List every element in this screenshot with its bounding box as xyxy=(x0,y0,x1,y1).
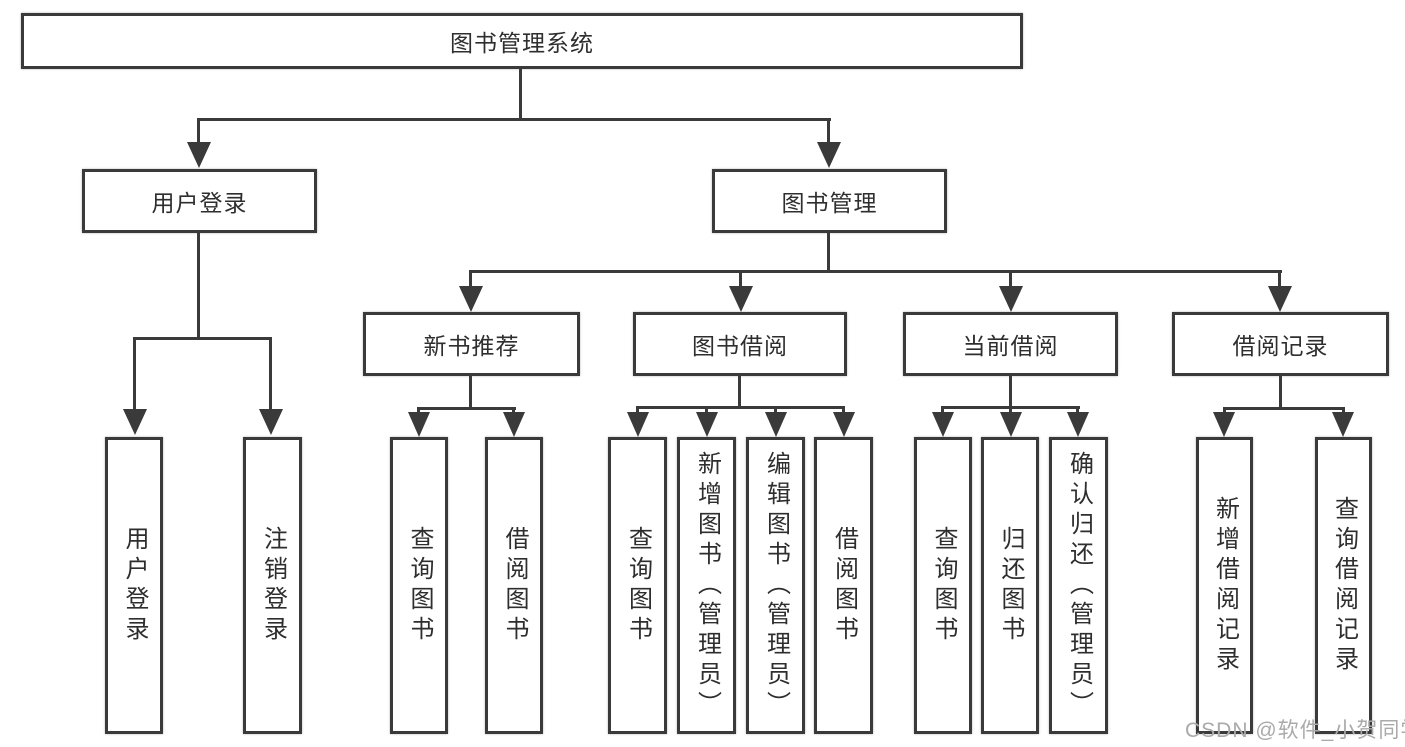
node-return-books-leaf: 归还图书 xyxy=(981,437,1039,734)
node-current-borrowing: 当前借阅 xyxy=(903,312,1118,376)
arrow-down-icon xyxy=(408,412,430,437)
node-label: 借阅记录 xyxy=(1232,333,1329,359)
arrow-down-icon xyxy=(817,142,841,168)
connector-g2-leaf3-stem xyxy=(774,406,777,412)
node-search-borrow-record-leaf: 查询借阅记录 xyxy=(1315,437,1372,734)
connector-g1-horizontal xyxy=(417,407,516,410)
connector-g4-leaf2-stem xyxy=(1342,407,1345,412)
connector-group4-stem xyxy=(1278,270,1281,286)
arrow-down-icon xyxy=(1067,412,1089,437)
node-library-management-system: 图书管理系统 xyxy=(21,13,1023,69)
connector-g3-leaf2-stem xyxy=(1009,406,1012,412)
node-label: 注销登录 xyxy=(259,525,287,646)
node-label: 图书管理 xyxy=(781,190,878,216)
arrow-down-icon xyxy=(459,286,483,312)
arrow-down-icon xyxy=(729,286,753,312)
csdn-watermark: CSDN @软件_小贺同学 xyxy=(1185,719,1405,742)
node-search-books-leaf: 查询图书 xyxy=(608,437,667,734)
connector-g2-horizontal xyxy=(636,406,845,409)
node-label: 借阅图书 xyxy=(830,525,858,646)
connector-g1-stem xyxy=(469,376,472,407)
connector-user-login-stem xyxy=(197,118,200,142)
connector-user-branch-horizontal xyxy=(133,337,272,340)
connector-user-leaf2-stem xyxy=(269,337,272,409)
node-label: 新增借阅记录 xyxy=(1211,495,1239,676)
node-label: 图书借阅 xyxy=(692,333,788,359)
connector-group1-stem xyxy=(469,270,472,286)
node-user-login: 用户登录 xyxy=(82,169,317,233)
node-label: 查询图书 xyxy=(406,525,433,646)
arrow-down-icon xyxy=(1000,412,1022,437)
connector-g2-stem xyxy=(738,376,741,406)
node-label: 用户登录 xyxy=(121,525,148,646)
connector-g2-leaf1-stem xyxy=(636,406,639,412)
node-add-books-admin-leaf: 新增图书（管理员） xyxy=(677,437,736,734)
node-label: 归还图书 xyxy=(997,525,1024,646)
node-add-borrow-record-leaf: 新增借阅记录 xyxy=(1196,437,1253,734)
connector-level2-horizontal xyxy=(469,270,1282,273)
connector-group2-stem xyxy=(739,270,742,286)
node-search-books-leaf: 查询图书 xyxy=(390,437,448,734)
node-label: 借阅图书 xyxy=(501,525,528,646)
connector-level1-horizontal xyxy=(197,118,831,121)
connector-root-stem xyxy=(519,69,522,118)
node-label: 用户登录 xyxy=(151,190,248,216)
connector-g2-leaf4-stem xyxy=(842,406,845,412)
arrow-down-icon xyxy=(627,412,649,437)
node-new-book-recommendation: 新书推荐 xyxy=(363,312,580,376)
arrow-down-icon xyxy=(833,412,855,437)
node-book-management: 图书管理 xyxy=(712,169,947,233)
connector-book-mgmt-stem xyxy=(827,118,830,142)
node-book-borrowing: 图书借阅 xyxy=(633,312,847,376)
connector-g4-leaf1-stem xyxy=(1223,407,1226,412)
connector-g4-horizontal xyxy=(1223,407,1345,410)
connector-g3-leaf1-stem xyxy=(941,406,944,412)
connector-g2-leaf2-stem xyxy=(705,406,708,412)
connector-g3-stem xyxy=(1009,376,1012,406)
arrow-down-icon xyxy=(123,409,147,435)
arrow-down-icon xyxy=(696,412,718,437)
node-label: 编辑图书（管理员） xyxy=(762,450,790,721)
node-edit-books-admin-leaf: 编辑图书（管理员） xyxy=(746,437,805,734)
node-borrow-books-leaf: 借阅图书 xyxy=(814,437,873,734)
node-label: 查询借阅记录 xyxy=(1330,495,1358,676)
node-label: 确认归还（管理员） xyxy=(1065,450,1093,721)
node-borrow-books-leaf: 借阅图书 xyxy=(485,437,543,734)
connector-g4-stem xyxy=(1279,376,1282,407)
connector-g1-leaf1-stem xyxy=(417,407,420,412)
node-label: 查询图书 xyxy=(624,525,652,646)
arrow-down-icon xyxy=(932,412,954,437)
node-label: 图书管理系统 xyxy=(450,30,594,56)
connector-user-leaf1-stem xyxy=(133,337,136,409)
connector-group3-stem xyxy=(1009,270,1012,286)
arrow-down-icon xyxy=(999,286,1023,312)
node-label: 新书推荐 xyxy=(423,333,520,359)
node-label: 查询图书 xyxy=(930,525,957,646)
node-logout-leaf: 注销登录 xyxy=(243,437,302,734)
arrow-down-icon xyxy=(765,412,787,437)
node-search-books-leaf: 查询图书 xyxy=(914,437,972,734)
arrow-down-icon xyxy=(1213,412,1235,437)
connector-g3-leaf3-stem xyxy=(1076,406,1079,412)
connector-user-branch-stem xyxy=(197,233,200,337)
node-label: 当前借阅 xyxy=(962,333,1059,359)
arrow-down-icon xyxy=(1268,286,1292,312)
arrow-down-icon xyxy=(503,412,525,437)
connector-g1-leaf2-stem xyxy=(512,407,515,412)
node-borrowing-records: 借阅记录 xyxy=(1172,312,1389,376)
node-label: 新增图书（管理员） xyxy=(693,450,721,721)
node-confirm-return-admin-leaf: 确认归还（管理员） xyxy=(1049,437,1108,734)
arrow-down-icon xyxy=(187,142,211,168)
connector-mgmt-stem xyxy=(827,233,830,273)
arrow-down-icon xyxy=(1332,412,1354,437)
arrow-down-icon xyxy=(259,409,283,435)
node-user-login-leaf: 用户登录 xyxy=(105,437,163,734)
